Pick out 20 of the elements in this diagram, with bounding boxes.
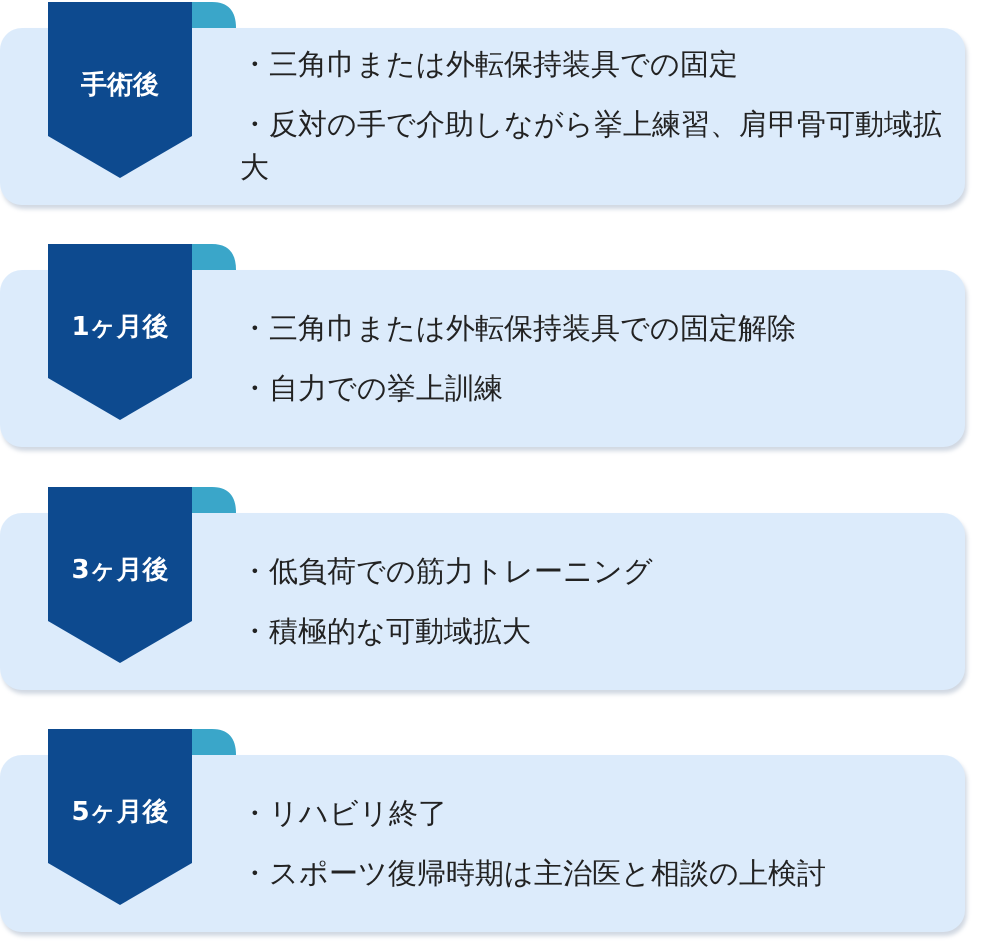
stage-tab xyxy=(48,2,236,180)
bullet-text: ・リハビリ終了 xyxy=(240,795,448,832)
stage-label: 手術後 xyxy=(80,69,160,102)
stage-panel xyxy=(0,755,965,932)
stage-label: 1ヶ月後 xyxy=(70,311,170,344)
stage-tab xyxy=(48,244,236,422)
stage-tab xyxy=(48,487,236,665)
stage-panel xyxy=(0,270,965,447)
stage-panel xyxy=(0,513,965,690)
bullet-text: ・低負荷での筋力トレーニング xyxy=(240,553,654,590)
bullet-text: ・三角巾または外転保持装具での固定解除 xyxy=(240,310,797,347)
stage-label: 5ヶ月後 xyxy=(70,796,170,829)
bullet-text: ・自力での挙上訓練 xyxy=(240,370,504,406)
stage-panel xyxy=(0,28,965,205)
bullet-text: ・スポーツ復帰時期は主治医と相談の上検討 xyxy=(240,854,827,892)
stage-tab xyxy=(48,729,236,907)
bullet-text: ・三角巾または外転保持装具での固定 xyxy=(240,46,739,84)
bullet-text: ・反対の手で介助しながら挙上練習、肩甲骨可動域拡大 xyxy=(240,106,943,186)
bullet-text: ・積極的な可動域拡大 xyxy=(240,612,532,650)
stage-label: 3ヶ月後 xyxy=(70,554,170,587)
